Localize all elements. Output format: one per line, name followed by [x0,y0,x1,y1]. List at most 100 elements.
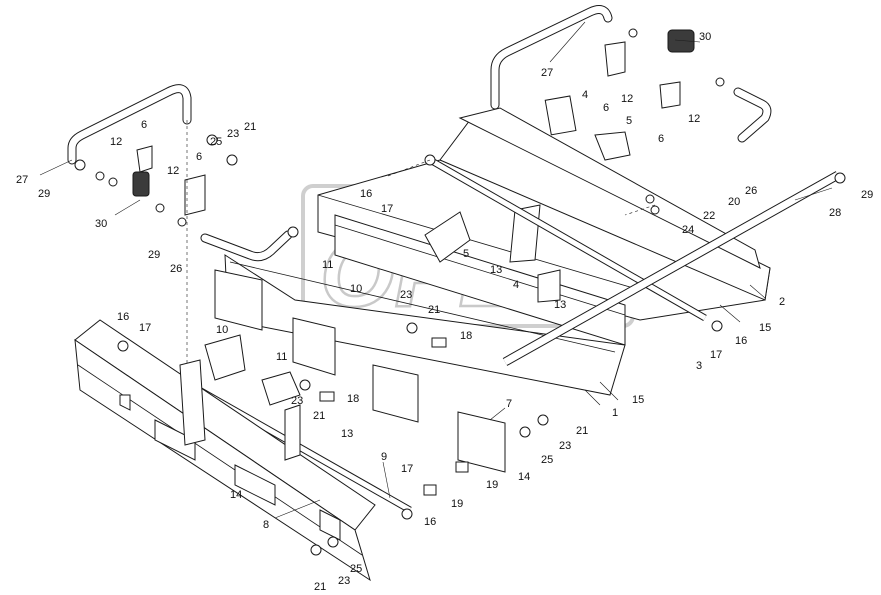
callout-17b: 17 [139,322,151,334]
callout-labels: 1 2 3 4 4 5 5 6 6 6 6 7 8 9 10 10 11 11 … [16,31,873,593]
callout-18b: 18 [347,393,359,405]
leader-lines [39,21,833,519]
callout-27b: 27 [541,67,553,79]
callout-9: 9 [381,451,387,463]
callout-23a: 23 [227,128,239,140]
callout-19b: 19 [451,498,463,510]
callout-2: 2 [779,296,785,308]
callout-11-left: 11 [276,351,287,363]
rod-28 [503,171,840,366]
bracket-6c [604,41,626,77]
callout-23e: 23 [338,575,350,587]
nut-29a [74,159,86,171]
callout-5-mid: 5 [463,248,469,260]
callout-22: 22 [703,210,715,222]
washer-22 [650,205,660,215]
rod-3 [428,157,707,321]
leader-7 [489,407,506,421]
hoses [67,5,772,262]
callout-12a: 12 [110,136,122,148]
callout-17c: 17 [710,349,722,361]
mid-plate-edge [334,224,626,316]
bracket-6b [184,174,206,216]
callout-19a: 19 [486,479,498,491]
callout-25b: 25 [541,454,553,466]
callout-24: 24 [682,224,694,236]
leader-27b [549,21,586,63]
bolt-19a [455,461,469,473]
callout-7: 7 [506,398,512,410]
washer-23b [299,379,311,391]
nut-20 [645,194,655,204]
callout-17a: 17 [381,203,393,215]
hose-27-right-outline [490,5,613,110]
callout-26b: 26 [745,185,757,197]
assembly-lines [186,120,656,365]
callout-8: 8 [263,519,269,531]
pad-c [372,364,419,423]
callout-29b: 29 [148,249,160,261]
washer-23a [406,322,418,334]
callout-16b: 16 [117,311,129,323]
callout-15-rear: 15 [759,322,771,334]
callout-12c: 12 [621,93,633,105]
callout-17d: 17 [401,463,413,475]
hose-26-right [734,88,771,142]
callout-30b: 30 [699,31,711,43]
callout-25a: 25 [210,136,222,148]
callout-28: 28 [829,207,841,219]
tab-c [234,464,276,506]
nut-16b [117,340,129,352]
post-b [284,404,301,461]
washer-23d [327,536,339,548]
nut-16c [711,320,723,332]
callout-29c: 29 [861,189,873,201]
plate-5 [594,131,631,161]
leader-15a [599,381,619,401]
dash-16 [387,159,431,177]
callout-14-pad: 14 [518,471,530,483]
callout-15-front: 15 [632,394,644,406]
hose-26-left [201,231,292,261]
callout-4-top: 4 [582,89,588,101]
bracket-6d [659,81,681,109]
nut-21c [310,544,322,556]
leader-2 [749,284,766,299]
valve-left [132,171,150,197]
front-beam-8 [74,338,371,582]
callout-6c: 6 [603,102,609,114]
fittings [74,28,846,556]
bracket-10 [204,334,246,381]
callout-6b: 6 [196,151,202,163]
hose-27-left [68,85,191,164]
hose-27-right [491,6,612,109]
dash-24 [624,204,656,216]
fitting-12b [108,177,118,187]
callout-6d: 6 [658,133,664,145]
pad-a [214,269,263,331]
callout-25c: 25 [350,563,362,575]
callout-5-top: 5 [626,115,632,127]
leader-15b [719,304,741,323]
leader-9 [382,461,391,499]
callout-18a: 18 [460,330,472,342]
callout-16c: 16 [735,335,747,347]
callout-21e: 21 [314,581,326,593]
pad-b [292,317,336,376]
nut-16d [401,508,413,520]
callout-13-right: 13 [554,299,566,311]
tab-b [154,419,196,461]
nut-29b [834,172,846,184]
callout-23c: 23 [291,395,303,407]
callout-12d: 12 [688,113,700,125]
callout-14-front: 14 [230,489,242,501]
callout-16d: 16 [424,516,436,528]
callout-10-top: 10 [350,283,362,295]
leader-8 [274,499,321,519]
hose-27-left-outline [67,84,192,165]
valve-right [667,29,695,53]
callout-21d: 21 [576,425,588,437]
bolt-18a [431,337,447,348]
